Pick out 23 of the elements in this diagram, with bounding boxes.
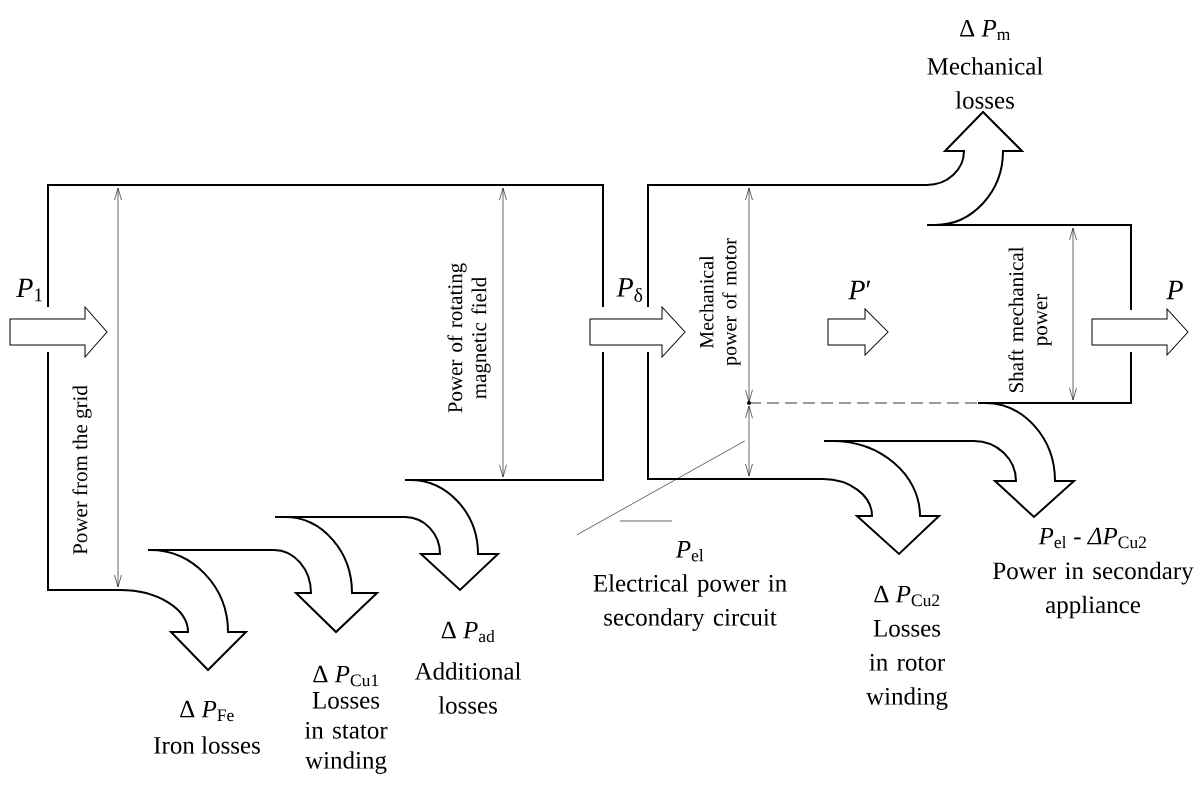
caption-text: Mechanical losses (927, 57, 1043, 109)
dimension-label: Power from the grid (72, 385, 92, 555)
symbol-label: Δ P$_{m}$ (960, 19, 1011, 41)
symbol-label: P (1166, 280, 1183, 300)
symbol-label: P$_{el}$ - ΔP$_{Cu2}$ (1038, 527, 1146, 549)
symbol-label: Δ P$_{Cu1}$ (313, 665, 379, 687)
symbol-label: P′ (848, 280, 871, 300)
dimension-label: Mechanical power of motor (699, 238, 741, 366)
dimension-label: Shaft mechanical power (1008, 246, 1052, 393)
caption-text: P$_{el}$ Electrical power in secondary circuit (593, 541, 787, 631)
caption-text: Additional losses (414, 662, 521, 714)
caption-text: Power in secondary appliance (993, 561, 1194, 619)
dimension-line (745, 405, 753, 477)
leader-line (576, 440, 745, 536)
dimension-label: Power of rotating magnetic field (447, 263, 491, 413)
symbol-label: P$_{δ}$ (616, 278, 643, 302)
symbol-label: Δ P$_{ad}$ (441, 621, 495, 643)
caption-text: Iron losses (154, 736, 260, 754)
symbol-label: Δ P$_{Cu2}$ (874, 585, 940, 607)
caption-text: Losses in rotor winding (866, 620, 948, 710)
symbol-label: P$_{1}$ (16, 278, 43, 302)
caption-text: Losses in stator winding (304, 692, 388, 774)
symbol-label: Δ P$_{Fe}$ (180, 700, 234, 722)
